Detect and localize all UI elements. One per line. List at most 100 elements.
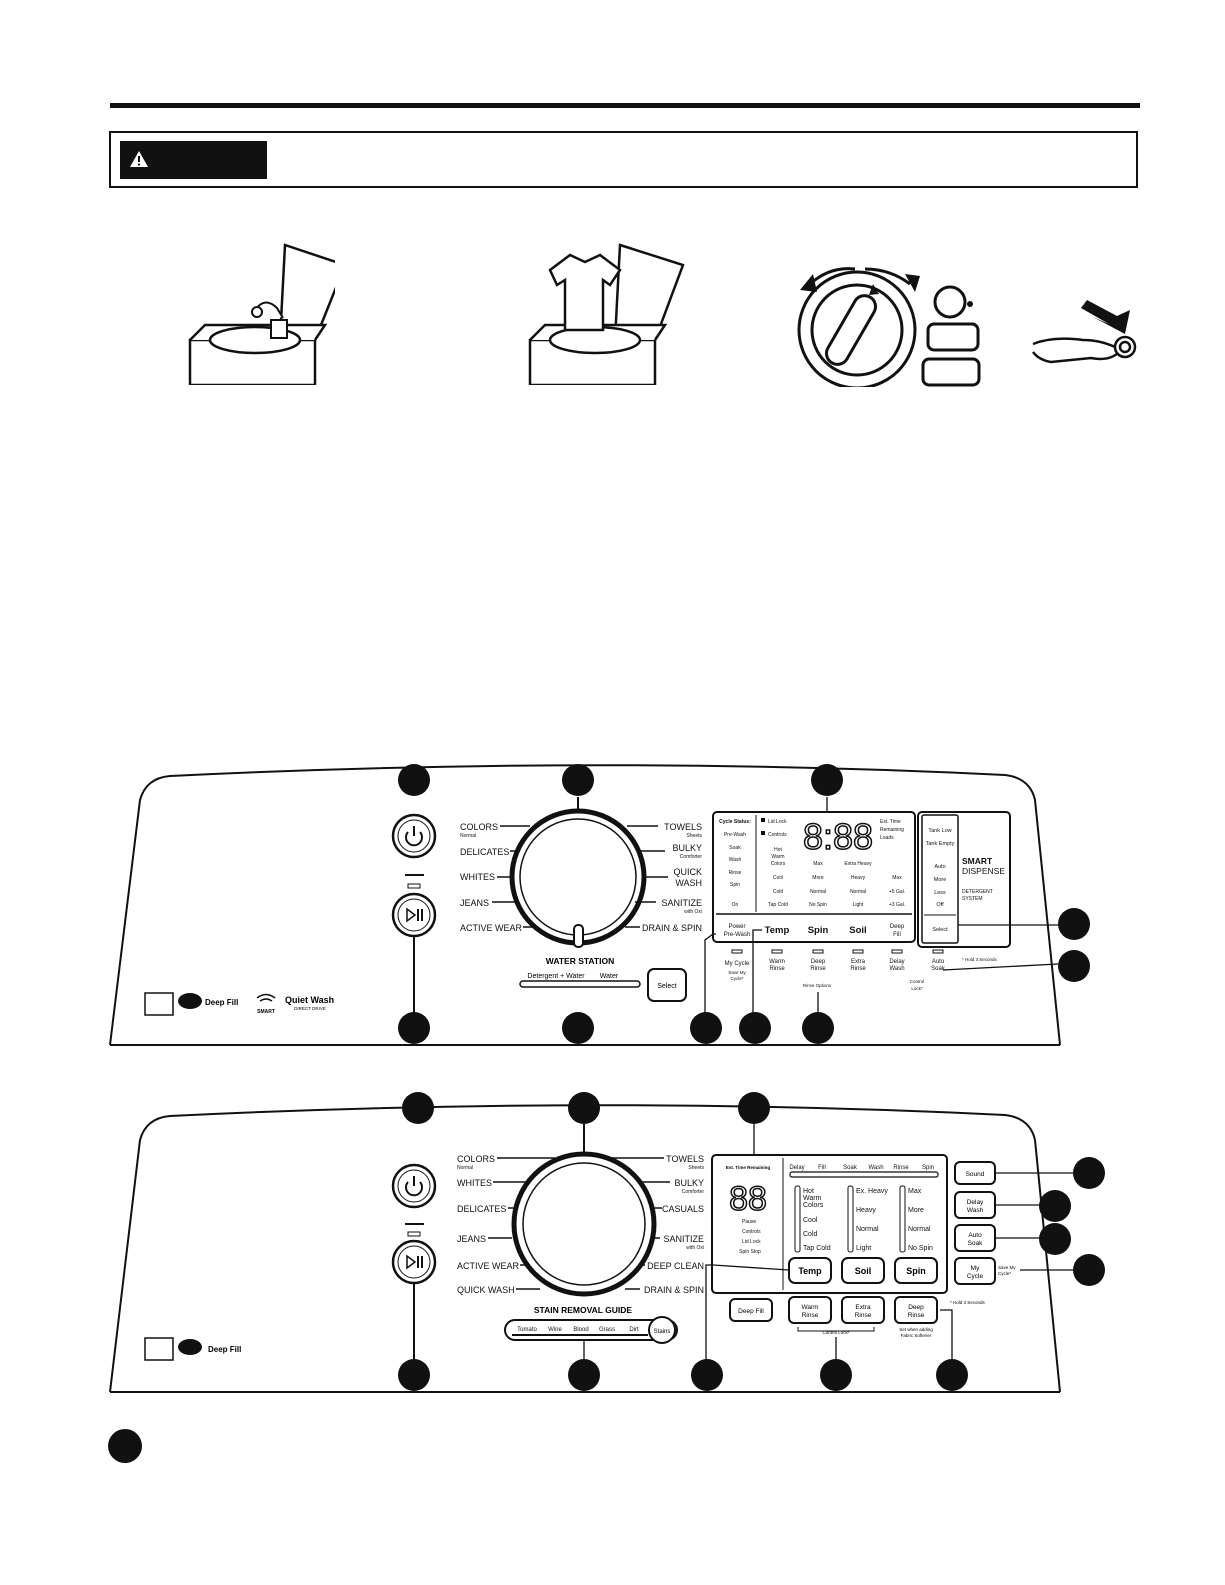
- start-pause-button[interactable]: [391, 1231, 437, 1285]
- svg-text:Tap Cold: Tap Cold: [803, 1245, 831, 1252]
- svg-text:Max: Max: [908, 1188, 922, 1195]
- dispense-select-button[interactable]: Select: [932, 927, 948, 933]
- spin-button[interactable]: Spin: [808, 925, 829, 936]
- svg-text:SMART: SMART: [962, 856, 993, 866]
- svg-text:Spin Stop: Spin Stop: [739, 1249, 761, 1255]
- svg-text:Wash: Wash: [729, 857, 742, 863]
- svg-text:Lid Lock: Lid Lock: [768, 819, 787, 825]
- soil-button[interactable]: Soil: [841, 1257, 885, 1284]
- svg-text:Cycle Status:: Cycle Status:: [719, 819, 751, 825]
- svg-text:Power: Power: [728, 924, 745, 930]
- svg-text:Auto: Auto: [934, 864, 945, 870]
- svg-text:Cycle*: Cycle*: [998, 1271, 1011, 1276]
- svg-text:DISPENSE: DISPENSE: [962, 866, 1005, 876]
- svg-text:Extra Heavy: Extra Heavy: [844, 861, 872, 867]
- energy-star-logo: [144, 992, 174, 1016]
- svg-text:No Spin: No Spin: [908, 1245, 933, 1252]
- svg-text:Extra: Extra: [855, 1304, 871, 1311]
- svg-text:Soak: Soak: [931, 966, 946, 972]
- warning-triangle-icon: [130, 151, 148, 167]
- svg-text:Auto: Auto: [968, 1232, 982, 1239]
- svg-text:WHITES: WHITES: [460, 872, 495, 882]
- svg-text:Deep Fill: Deep Fill: [738, 1308, 764, 1315]
- svg-text:SANITIZE: SANITIZE: [663, 1234, 704, 1244]
- svg-text:Controls: Controls: [742, 1229, 761, 1235]
- svg-text:Warm: Warm: [801, 1304, 818, 1311]
- svg-text:Normal: Normal: [856, 1226, 879, 1233]
- svg-text:Fill: Fill: [818, 1165, 826, 1171]
- legend-bullet: [108, 1429, 142, 1463]
- delay-wash-button[interactable]: Delay Wash: [954, 1191, 996, 1219]
- auto-soak-button[interactable]: Auto Soak: [954, 1224, 996, 1252]
- svg-text:JEANS: JEANS: [460, 898, 489, 908]
- svg-text:Less: Less: [934, 890, 946, 896]
- svg-text:Normal: Normal: [460, 833, 476, 839]
- soil-button[interactable]: Soil: [849, 925, 866, 936]
- power-icon: [405, 831, 423, 847]
- svg-text:Normal: Normal: [850, 889, 866, 895]
- svg-text:Controls: Controls: [768, 832, 787, 838]
- svg-text:Dirt: Dirt: [629, 1327, 639, 1333]
- cycle-dial[interactable]: [511, 1151, 657, 1297]
- control-panel-1: COLORS Normal DELICATES WHITES JEANS ACT…: [109, 764, 1090, 1046]
- svg-text:Fabric Softener: Fabric Softener: [901, 1333, 932, 1338]
- water-station-slider[interactable]: [519, 980, 641, 988]
- top-rule: [110, 103, 1140, 108]
- deep-fill-button[interactable]: Deep Fill: [729, 1298, 773, 1322]
- svg-text:SYSTEM: SYSTEM: [962, 896, 983, 902]
- svg-text:Cold: Cold: [773, 889, 784, 895]
- play-pause-icon: [406, 907, 417, 923]
- svg-text:Warm: Warm: [803, 1195, 822, 1202]
- temp-button[interactable]: Temp: [788, 1257, 832, 1284]
- sound-button[interactable]: Sound: [954, 1161, 996, 1185]
- svg-text:No Spin: No Spin: [809, 902, 827, 908]
- washer-add-detergent-illustration: [188, 243, 335, 385]
- warning-badge: [120, 141, 267, 179]
- svg-text:DELICATES: DELICATES: [457, 1204, 506, 1214]
- my-cycle-button[interactable]: My Cycle: [954, 1257, 996, 1285]
- svg-text:Light: Light: [853, 902, 864, 908]
- lock-icon: [761, 818, 765, 822]
- svg-text:Wash: Wash: [889, 966, 904, 972]
- svg-text:COLORS: COLORS: [457, 1154, 495, 1164]
- svg-text:Delay: Delay: [889, 959, 904, 965]
- svg-text:Soak: Soak: [729, 845, 741, 851]
- svg-text:Water: Water: [600, 973, 619, 980]
- water-station-label: WATER STATION: [546, 956, 614, 966]
- svg-text:Deep: Deep: [890, 924, 905, 930]
- svg-text:Heavy: Heavy: [851, 875, 866, 881]
- svg-text:Set when adding: Set when adding: [899, 1327, 933, 1332]
- svg-text:DIRECT DRIVE: DIRECT DRIVE: [294, 1006, 326, 1011]
- temp-button[interactable]: Temp: [765, 925, 790, 936]
- warm-rinse-button[interactable]: Warm Rinse: [788, 1296, 832, 1324]
- he-logo: [178, 1339, 202, 1355]
- water-station-select-button[interactable]: Select: [647, 968, 687, 1002]
- svg-text:Sheets: Sheets: [688, 1165, 704, 1171]
- svg-text:Warm: Warm: [769, 959, 785, 965]
- svg-text:Wash: Wash: [967, 1207, 984, 1214]
- svg-text:TOWELS: TOWELS: [666, 1154, 704, 1164]
- deep-rinse-button[interactable]: Deep Rinse: [894, 1296, 938, 1324]
- svg-text:Off: Off: [936, 902, 944, 908]
- svg-text:DETERGENT: DETERGENT: [962, 889, 993, 895]
- svg-text:BULKY: BULKY: [672, 843, 702, 853]
- svg-text:Soil: Soil: [855, 1266, 872, 1276]
- svg-text:Wash: Wash: [868, 1165, 883, 1171]
- start-pause-button[interactable]: [391, 883, 437, 938]
- svg-text:Pre-Wash: Pre-Wash: [724, 832, 746, 838]
- svg-text:Tomato: Tomato: [517, 1327, 537, 1333]
- spin-button[interactable]: Spin: [894, 1257, 938, 1284]
- power-button[interactable]: [391, 1163, 437, 1209]
- svg-text:Pause: Pause: [742, 1219, 756, 1225]
- power-button[interactable]: [391, 813, 437, 859]
- svg-text:* Hold 3 Seconds: * Hold 3 Seconds: [962, 957, 998, 962]
- lock-icon: [761, 831, 765, 835]
- svg-text:SMART: SMART: [257, 1009, 275, 1015]
- svg-text:Deep Fill: Deep Fill: [205, 998, 238, 1007]
- stains-button[interactable]: Stains: [648, 1316, 676, 1344]
- svg-text:Tank Empty: Tank Empty: [926, 841, 955, 847]
- warning-box: [109, 131, 1138, 188]
- svg-text:On: On: [732, 902, 739, 908]
- svg-text:Normal: Normal: [457, 1165, 473, 1171]
- extra-rinse-button[interactable]: Extra Rinse: [841, 1296, 885, 1324]
